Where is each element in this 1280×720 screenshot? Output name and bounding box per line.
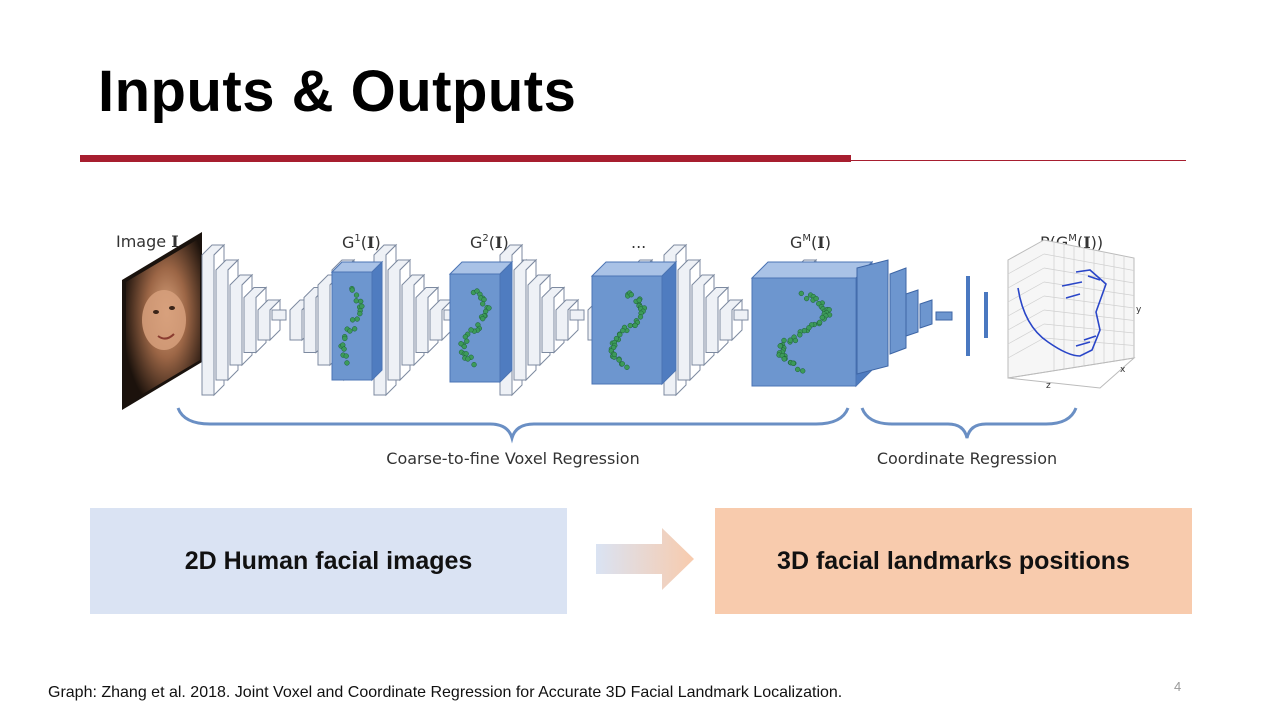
input-description-box: 2D Human facial images <box>90 508 567 614</box>
landmark-3d-plot: y x z <box>1007 239 1142 391</box>
stage-label-gm: GM(I) <box>790 233 831 252</box>
face-photo <box>122 232 202 410</box>
stage-label-ellipsis: ... <box>631 233 646 252</box>
brace-label-voxel: Coarse-to-fine Voxel Regression <box>386 449 639 468</box>
figure-citation: Graph: Zhang et al. 2018. Joint Voxel an… <box>48 684 843 701</box>
plot-axis-y: y <box>1136 305 1142 315</box>
brace-voxel-regression <box>176 407 850 444</box>
output-description-box: 3D facial landmarks positions <box>715 508 1192 614</box>
brace-coordinate-regression <box>860 407 1078 439</box>
right-arrow-icon <box>596 528 694 590</box>
title-underline-thin <box>851 160 1186 161</box>
plot-axis-x: x <box>1120 365 1126 375</box>
stage-label-g2: G2(I) <box>470 233 509 252</box>
slide-title: Inputs & Outputs <box>98 59 577 124</box>
regression-head <box>856 259 988 375</box>
stage-label-g1: G1(I) <box>342 233 381 252</box>
brace-label-coordinate: Coordinate Regression <box>877 449 1057 468</box>
network-diagram: Image I G1(I) G2(I) ... GM(I) P(GM(I)) <box>116 232 1142 468</box>
plot-axis-z: z <box>1046 381 1051 391</box>
input-image-label: Image I <box>116 232 179 251</box>
title-underline-thick <box>80 155 851 162</box>
page-number: 4 <box>1174 679 1182 694</box>
